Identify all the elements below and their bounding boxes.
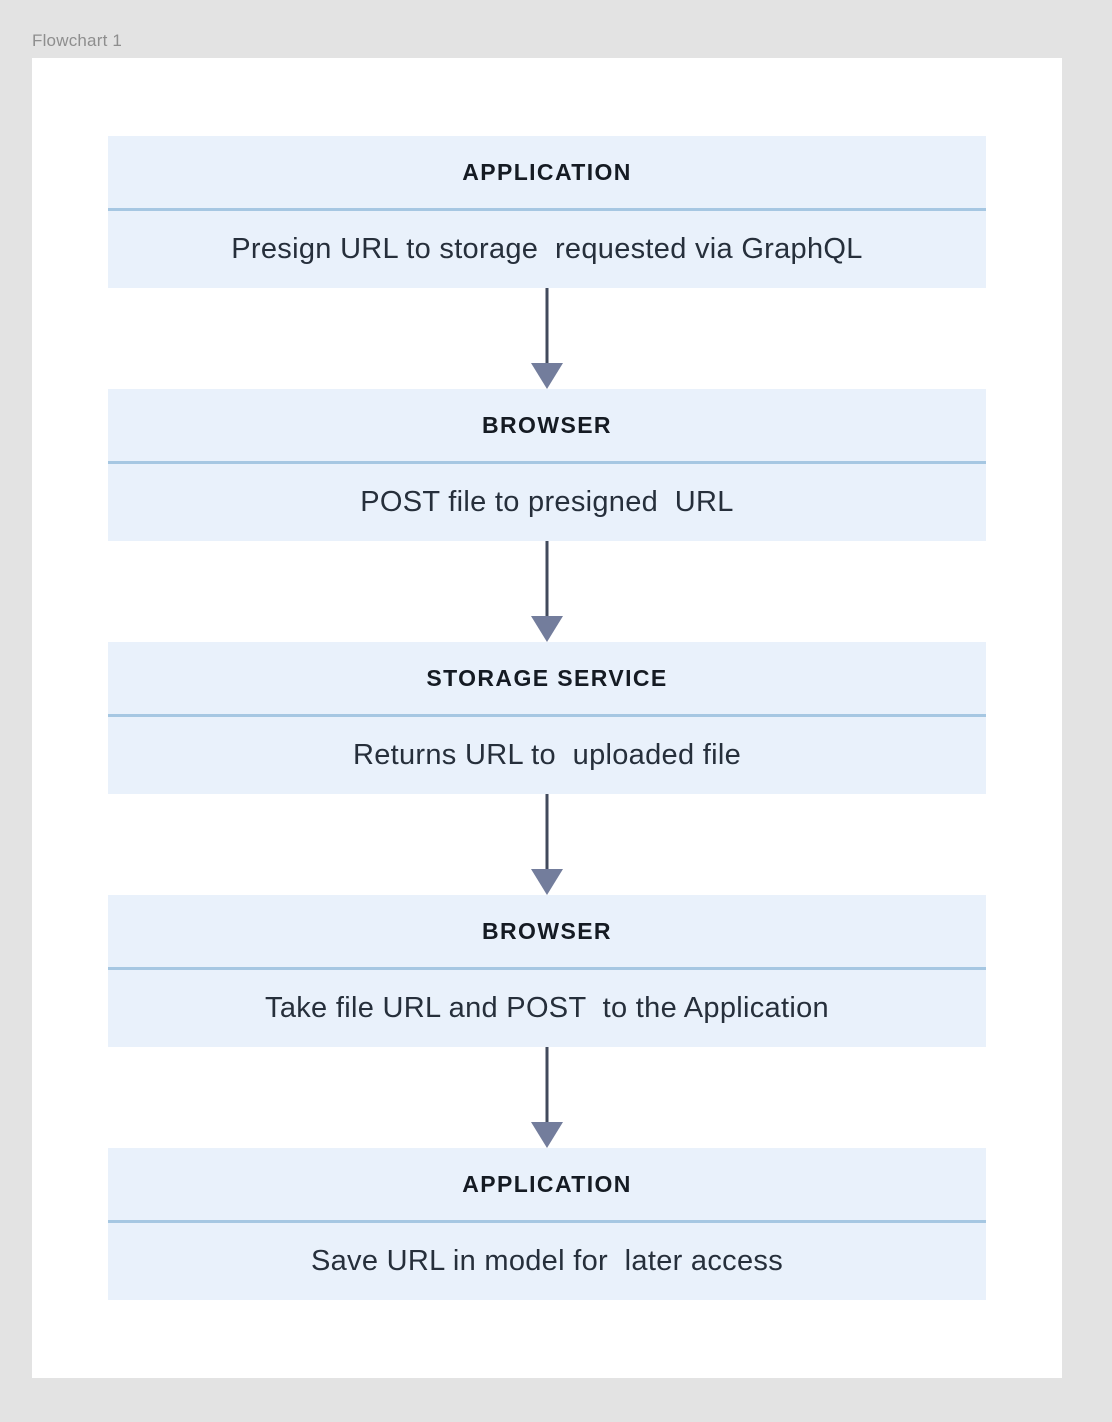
node-body-label: Returns URL to uploaded file [352,739,742,771]
flow-column: APPLICATION Presign URL to storage reque… [108,136,986,1300]
connector-arrow-2 [108,541,986,642]
flow-node-browser-2[interactable]: BROWSER Take file URL and POST to the Ap… [108,895,986,1047]
figure-caption: Flowchart 1 [32,31,123,50]
node-header-label: BROWSER [482,917,612,944]
node-divider [108,1220,986,1223]
arrow-head-icon [531,1122,563,1148]
arrow-head-icon [531,363,563,389]
flow-node-application-2[interactable]: APPLICATION Save URL in model for later … [108,1148,986,1300]
connector-arrow-4 [108,1047,986,1148]
node-body-label: Presign URL to storage requested via Gra… [231,233,863,265]
node-body-label: POST file to presigned URL [360,486,734,518]
connector-arrow-3 [108,794,986,895]
flow-node-application-1[interactable]: APPLICATION Presign URL to storage reque… [108,136,986,288]
node-header-label: STORAGE SERVICE [426,664,668,691]
node-header-label: APPLICATION [462,158,632,185]
node-body-label: Take file URL and POST to the Applicatio… [265,992,829,1024]
node-body-label: Save URL in model for later access [310,1245,783,1277]
flow-node-browser-1[interactable]: BROWSER POST file to presigned URL [108,389,986,541]
node-header-label: BROWSER [482,411,612,438]
node-divider [108,461,986,464]
flow-node-storage-service[interactable]: STORAGE SERVICE Returns URL to uploaded … [108,642,986,794]
node-divider [108,714,986,717]
node-divider [108,208,986,211]
diagram-canvas: APPLICATION Presign URL to storage reque… [32,58,1062,1378]
connector-arrow-1 [108,288,986,389]
node-divider [108,967,986,970]
node-header-label: APPLICATION [462,1170,632,1197]
arrow-head-icon [531,869,563,895]
arrow-head-icon [531,616,563,642]
